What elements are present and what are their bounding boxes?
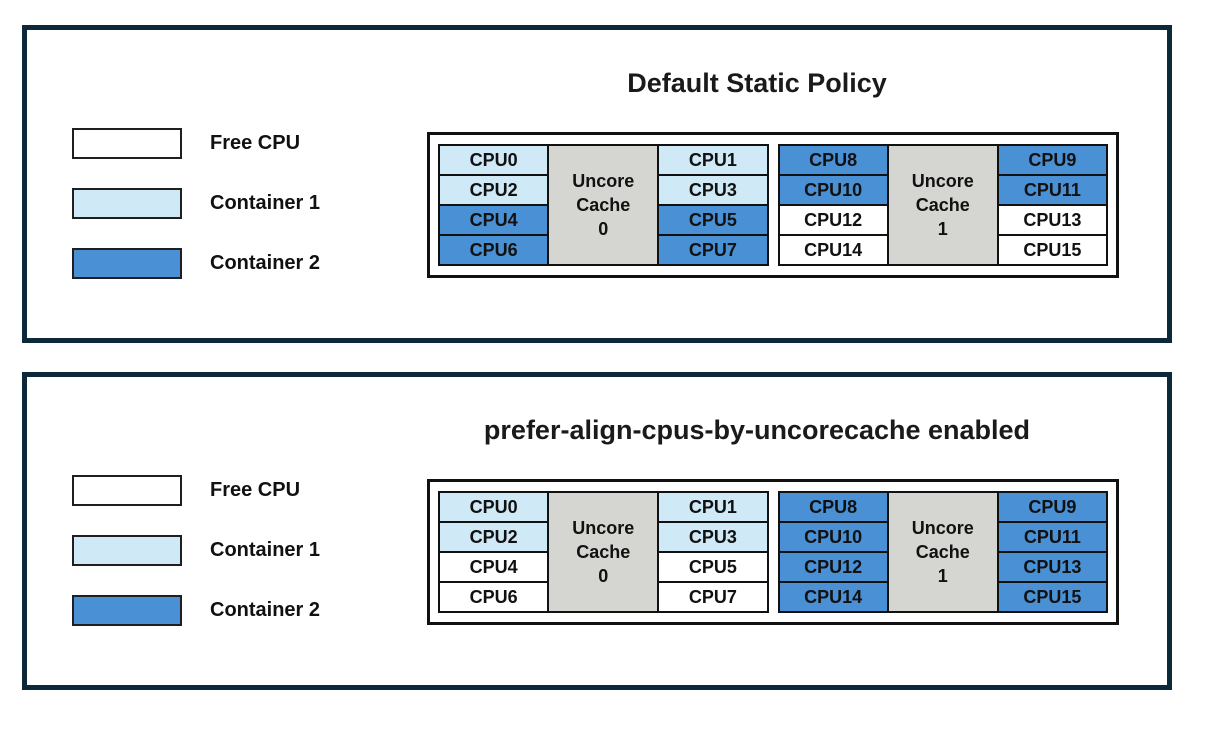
cpu-cell: CPU8: [777, 491, 889, 523]
cpu-cell: CPU1: [657, 491, 769, 523]
uncore-cache-label: Cache: [576, 541, 631, 562]
legend-swatch-container-2: [72, 248, 182, 279]
legend-label: Free CPU: [210, 132, 301, 154]
legend: Free CPU Container 1 Container 2: [72, 475, 320, 655]
legend: Free CPU Container 1 Container 2: [72, 128, 320, 308]
legend-item-container-1: Container 1: [72, 188, 320, 219]
cpu-column-left: CPU0 CPU2 CPU4 CPU6: [438, 491, 550, 613]
legend-label: Container 1: [210, 539, 321, 561]
uncore-cache-label: Uncore: [911, 517, 974, 538]
uncore-cache-label: Cache: [576, 194, 631, 215]
cpu-cell: CPU6: [438, 234, 550, 266]
cpu-cell: CPU10: [777, 174, 889, 206]
cpu-cell: CPU11: [996, 521, 1108, 553]
cpu-cell: CPU14: [777, 581, 889, 613]
cpu-cell: CPU0: [438, 144, 550, 176]
uncore-cache-group-1: CPU8 CPU10 CPU12 CPU14 Uncore Cache 1 CP…: [777, 491, 1108, 613]
cpu-cell: CPU6: [438, 581, 550, 613]
cpu-cell: CPU7: [657, 581, 769, 613]
uncore-cache-label: Uncore: [572, 170, 635, 191]
legend-swatch-container-1: [72, 535, 182, 566]
cpu-cell: CPU9: [996, 144, 1108, 176]
cpu-cell: CPU9: [996, 491, 1108, 523]
cpu-cell: CPU3: [657, 174, 769, 206]
cpu-cell: CPU15: [996, 234, 1108, 266]
uncore-cache-number: 1: [937, 219, 948, 240]
cpu-cell: CPU12: [777, 204, 889, 236]
cpu-cell: CPU7: [657, 234, 769, 266]
legend-swatch-free: [72, 128, 182, 159]
uncore-cache-label: Cache: [915, 541, 970, 562]
panel-default-static-policy: Default Static Policy Free CPU Container…: [22, 25, 1172, 343]
cpu-cell: CPU13: [996, 551, 1108, 583]
cpu-cell: CPU2: [438, 521, 550, 553]
uncore-cache-group-0: CPU0 CPU2 CPU4 CPU6 Uncore Cache 0 CPU1 …: [438, 144, 769, 266]
cpu-cell: CPU4: [438, 551, 550, 583]
cpu-topology-diagram: CPU0 CPU2 CPU4 CPU6 Uncore Cache 0 CPU1 …: [427, 132, 1119, 278]
panel-prefer-align-uncorecache: prefer-align-cpus-by-uncorecache enabled…: [22, 372, 1172, 690]
uncore-cache-label: Cache: [915, 194, 970, 215]
cpu-cell: CPU5: [657, 551, 769, 583]
uncore-cache-label: Uncore: [911, 170, 974, 191]
uncore-cache-box-0: Uncore Cache 0: [547, 491, 660, 613]
cpu-column-right: CPU1 CPU3 CPU5 CPU7: [657, 144, 769, 266]
legend-item-free-cpu: Free CPU: [72, 128, 320, 159]
legend-swatch-container-2: [72, 595, 182, 626]
cpu-cell: CPU12: [777, 551, 889, 583]
cpu-column-left: CPU8 CPU10 CPU12 CPU14: [777, 491, 889, 613]
cpu-cell: CPU3: [657, 521, 769, 553]
cpu-cell: CPU2: [438, 174, 550, 206]
cpu-cell: CPU11: [996, 174, 1108, 206]
cpu-topology-diagram: CPU0 CPU2 CPU4 CPU6 Uncore Cache 0 CPU1 …: [427, 479, 1119, 625]
cpu-cell: CPU15: [996, 581, 1108, 613]
cpu-cell: CPU14: [777, 234, 889, 266]
cpu-cell: CPU8: [777, 144, 889, 176]
legend-item-container-2: Container 2: [72, 595, 320, 626]
cpu-column-right: CPU9 CPU11 CPU13 CPU15: [996, 491, 1108, 613]
legend-item-free-cpu: Free CPU: [72, 475, 320, 506]
cpu-cell: CPU10: [777, 521, 889, 553]
panel-title: Default Static Policy: [627, 68, 887, 98]
cpu-column-left: CPU8 CPU10 CPU12 CPU14: [777, 144, 889, 266]
uncore-cache-number: 0: [598, 219, 609, 240]
uncore-cache-number: 1: [937, 566, 948, 587]
cpu-cell: CPU13: [996, 204, 1108, 236]
cpu-cell: CPU4: [438, 204, 550, 236]
cpu-cell: CPU5: [657, 204, 769, 236]
uncore-cache-box-1: Uncore Cache 1: [886, 144, 999, 266]
legend-label: Container 2: [210, 252, 321, 274]
uncore-cache-box-0: Uncore Cache 0: [547, 144, 660, 266]
uncore-cache-box-1: Uncore Cache 1: [886, 491, 999, 613]
panel-title: prefer-align-cpus-by-uncorecache enabled: [483, 415, 1031, 445]
legend-item-container-2: Container 2: [72, 248, 320, 279]
legend-swatch-container-1: [72, 188, 182, 219]
cpu-cell: CPU1: [657, 144, 769, 176]
cpu-column-right: CPU9 CPU11 CPU13 CPU15: [996, 144, 1108, 266]
cpu-cell: CPU0: [438, 491, 550, 523]
legend-swatch-free: [72, 475, 182, 506]
legend-label: Free CPU: [210, 479, 301, 501]
cpu-column-right: CPU1 CPU3 CPU5 CPU7: [657, 491, 769, 613]
uncore-cache-number: 0: [598, 566, 609, 587]
uncore-cache-group-1: CPU8 CPU10 CPU12 CPU14 Uncore Cache 1 CP…: [777, 144, 1108, 266]
legend-item-container-1: Container 1: [72, 535, 320, 566]
cpu-column-left: CPU0 CPU2 CPU4 CPU6: [438, 144, 550, 266]
legend-label: Container 1: [210, 192, 321, 214]
legend-label: Container 2: [210, 599, 321, 621]
uncore-cache-label: Uncore: [572, 517, 635, 538]
uncore-cache-group-0: CPU0 CPU2 CPU4 CPU6 Uncore Cache 0 CPU1 …: [438, 491, 769, 613]
